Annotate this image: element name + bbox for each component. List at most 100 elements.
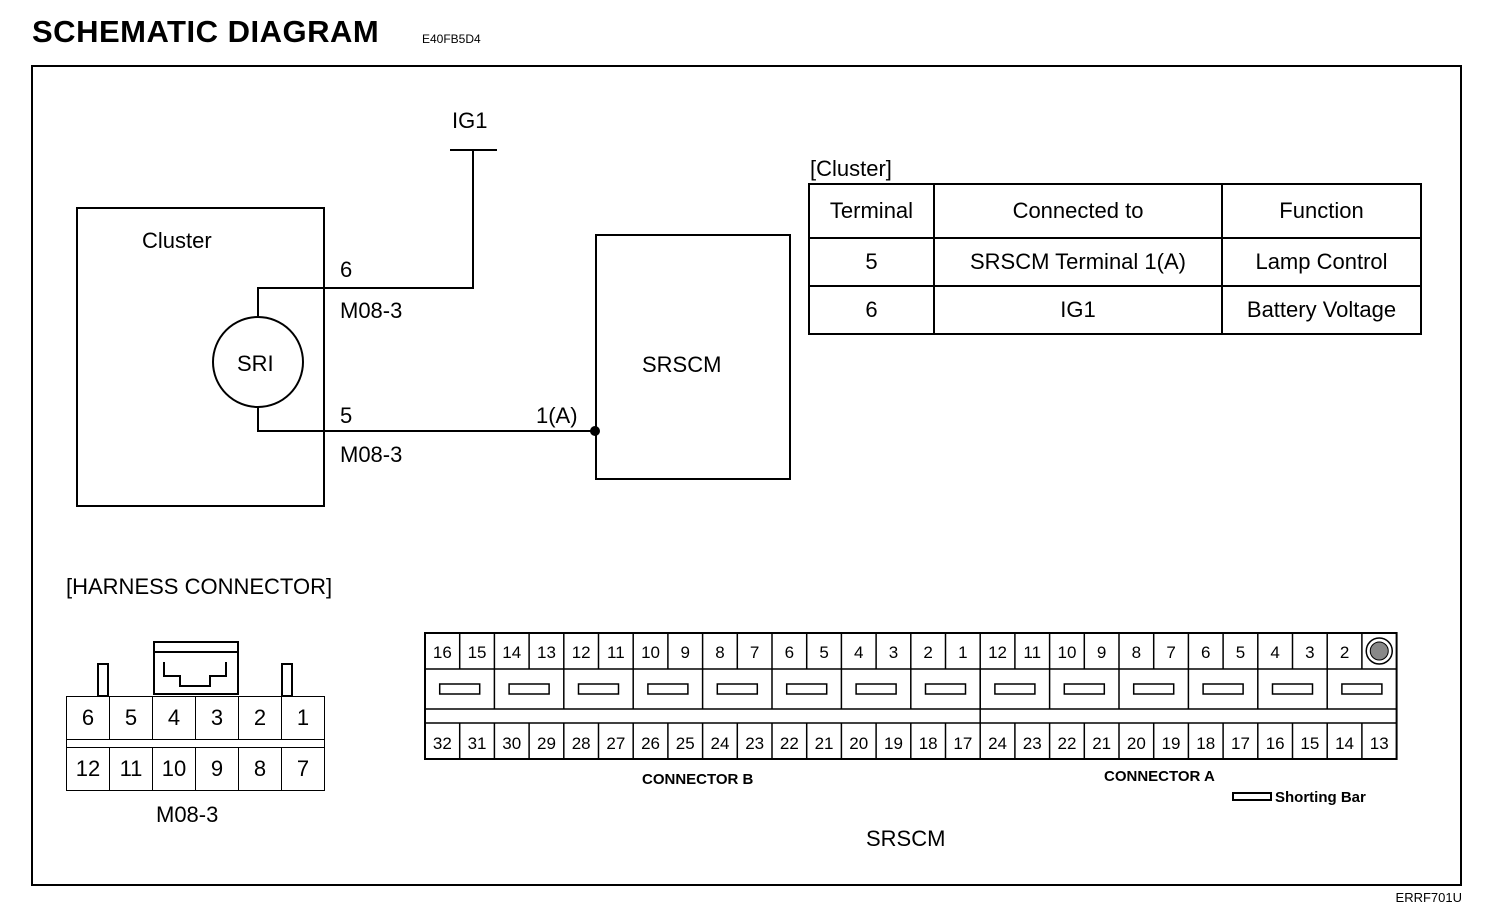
connector-pin: 6 bbox=[66, 696, 110, 740]
shorting-bar bbox=[1063, 683, 1106, 695]
srscm-connector-label: SRSCM bbox=[866, 826, 946, 851]
connector-a-pin: 2 bbox=[1340, 643, 1349, 662]
shorting-bar bbox=[647, 683, 689, 695]
connector-a-pin: 19 bbox=[1162, 734, 1181, 753]
connector-pin: 11 bbox=[109, 747, 153, 791]
srscm-pin-label: 1(A) bbox=[536, 403, 578, 428]
connector-b-pin: 5 bbox=[819, 643, 828, 662]
screw-head-icon bbox=[1369, 641, 1389, 661]
connector-pin: 12 bbox=[66, 747, 110, 791]
connector-a-pin: 17 bbox=[1231, 734, 1250, 753]
connector-a-pin: 16 bbox=[1266, 734, 1285, 753]
connector-a-pin: 18 bbox=[1196, 734, 1215, 753]
table-header-row: Terminal Connected to Function bbox=[808, 183, 1422, 239]
connector-b-pin: 31 bbox=[468, 734, 487, 753]
connector-pin: 2 bbox=[238, 696, 282, 740]
connector-a-pin: 6 bbox=[1201, 643, 1210, 662]
connector-b-pin: 3 bbox=[889, 643, 898, 662]
connector-b-pin: 15 bbox=[468, 643, 487, 662]
pin-5-connector-label: M08-3 bbox=[340, 442, 403, 467]
connector-b-pin: 9 bbox=[681, 643, 690, 662]
shorting-bar bbox=[1341, 683, 1383, 695]
cluster-box bbox=[76, 207, 325, 507]
connector-a-pin: 24 bbox=[988, 734, 1007, 753]
connector-b-pin: 26 bbox=[641, 734, 660, 753]
reference-code: ERRF701U bbox=[1395, 890, 1462, 905]
connector-a-label: CONNECTOR A bbox=[1104, 768, 1215, 785]
screw-icon bbox=[1365, 637, 1393, 665]
cell-connected-to: IG1 bbox=[933, 285, 1223, 335]
pin-6-connector-label: M08-3 bbox=[340, 298, 403, 323]
cluster-label: Cluster bbox=[142, 228, 212, 253]
header-function: Function bbox=[1221, 183, 1422, 239]
connector-b-pin: 13 bbox=[537, 643, 556, 662]
connector-a-pin: 23 bbox=[1023, 734, 1042, 753]
connector-a-pin: 8 bbox=[1132, 643, 1141, 662]
connector-a-pin: 21 bbox=[1092, 734, 1111, 753]
connector-b-pin: 10 bbox=[641, 643, 660, 662]
lamp-control-wire bbox=[257, 407, 595, 432]
connector-b-pin: 7 bbox=[750, 643, 759, 662]
connector-b-pin: 27 bbox=[606, 734, 625, 753]
connector-pin: 3 bbox=[195, 696, 239, 740]
shorting-bar bbox=[924, 683, 967, 695]
pin-5-label: 5 bbox=[340, 403, 353, 428]
connector-a-pin: 4 bbox=[1270, 643, 1279, 662]
connector-b-pin: 4 bbox=[854, 643, 863, 662]
shorting-bar bbox=[716, 683, 759, 695]
connector-b-pin: 17 bbox=[953, 734, 972, 753]
connector-pin: 4 bbox=[152, 696, 196, 740]
header-connected-to: Connected to bbox=[933, 183, 1223, 239]
connector-b-pin: 6 bbox=[785, 643, 794, 662]
document-code: E40FB5D4 bbox=[422, 32, 481, 46]
cell-function: Lamp Control bbox=[1221, 237, 1422, 287]
shorting-bar bbox=[438, 683, 481, 695]
connector-b-pin: 30 bbox=[502, 734, 521, 753]
connector-b-label: CONNECTOR B bbox=[642, 771, 754, 788]
connector-b-pin: 22 bbox=[780, 734, 799, 753]
connector-b-pin: 20 bbox=[849, 734, 868, 753]
diagram-frame bbox=[31, 65, 1462, 886]
shorting-bar bbox=[785, 683, 828, 695]
srscm-junction-dot bbox=[590, 426, 600, 436]
cell-terminal: 6 bbox=[808, 285, 935, 335]
connector-b-pin: 25 bbox=[676, 734, 695, 753]
connector-pin: 9 bbox=[195, 747, 239, 791]
connector-b-pin: 19 bbox=[884, 734, 903, 753]
connector-a-pin: 12 bbox=[988, 643, 1007, 662]
connector-b-pin: 18 bbox=[919, 734, 938, 753]
connector-b-pin: 23 bbox=[745, 734, 764, 753]
srscm-box bbox=[595, 234, 791, 480]
shorting-bar bbox=[1271, 683, 1314, 695]
m08-label: M08-3 bbox=[156, 802, 219, 827]
connector-a-pin: 9 bbox=[1097, 643, 1106, 662]
connector-b-pin: 24 bbox=[710, 734, 729, 753]
table-row: 5 SRSCM Terminal 1(A) Lamp Control bbox=[808, 237, 1422, 287]
page-title: SCHEMATIC DIAGRAM bbox=[32, 14, 380, 49]
cell-terminal: 5 bbox=[808, 237, 935, 287]
connector-a-pin: 7 bbox=[1166, 643, 1175, 662]
connector-pin: 7 bbox=[281, 747, 325, 791]
connector-b-pin: 11 bbox=[607, 643, 625, 662]
connector-b-pin: 28 bbox=[572, 734, 591, 753]
connector-b-pin: 1 bbox=[958, 643, 967, 662]
m08-connector-latch bbox=[97, 641, 293, 697]
connector-b-pin: 16 bbox=[433, 643, 452, 662]
cluster-terminal-table: Terminal Connected to Function 5 SRSCM T… bbox=[808, 183, 1422, 335]
ig1-label: IG1 bbox=[452, 108, 488, 133]
shorting-bar bbox=[577, 683, 620, 695]
connector-a-pin: 20 bbox=[1127, 734, 1146, 753]
connector-b-pin: 2 bbox=[923, 643, 932, 662]
shorting-bar-label: Shorting Bar bbox=[1275, 789, 1366, 806]
connector-b-pin: 8 bbox=[715, 643, 724, 662]
connector-a-pin: 22 bbox=[1057, 734, 1076, 753]
shorting-bar bbox=[994, 683, 1036, 695]
sri-label: SRI bbox=[237, 351, 274, 376]
cluster-table-caption: [Cluster] bbox=[810, 156, 892, 181]
connector-b-pin: 14 bbox=[502, 643, 521, 662]
